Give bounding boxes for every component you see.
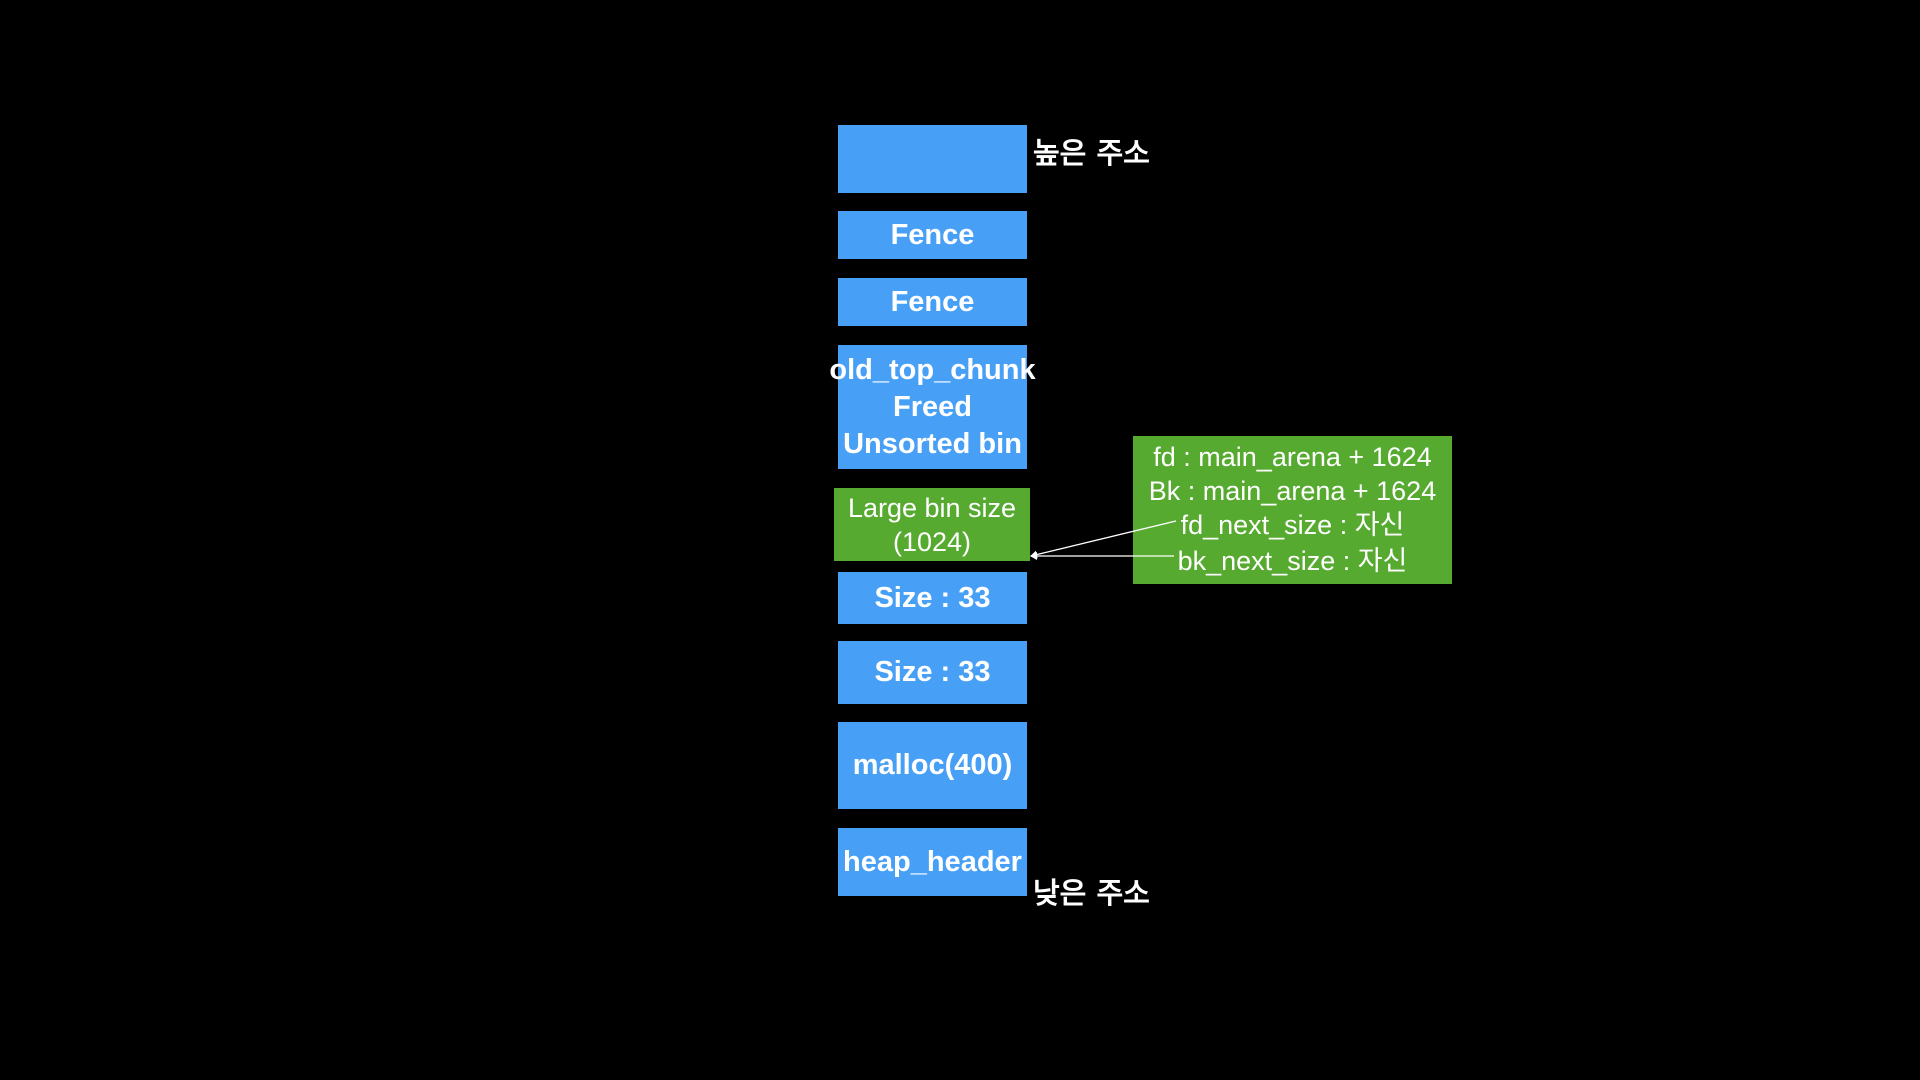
low-address-label: 낮은 주소 bbox=[1033, 876, 1150, 910]
heap-block-large-bin: Large bin size (1024) bbox=[834, 488, 1030, 561]
heap-block-fence: Fence bbox=[838, 278, 1027, 326]
bk-next-size-text: bk_next_size : 자신 bbox=[1177, 546, 1408, 576]
high-address-label: 높은 주소 bbox=[1033, 136, 1150, 170]
heap-block-top bbox=[838, 125, 1027, 193]
heap-block-size: Size : 33 bbox=[838, 572, 1027, 624]
pointer-info-box: fd : main_arena + 1624 Bk : main_arena +… bbox=[1133, 436, 1452, 584]
heap-block-heap-header: heap_header bbox=[838, 828, 1027, 896]
heap-block-fence: Fence bbox=[838, 211, 1027, 259]
heap-block-old-top-chunk: old_top_chunk Freed Unsorted bin bbox=[829, 345, 1036, 469]
heap-block-malloc: malloc(400) bbox=[838, 722, 1027, 809]
bk-pointer-text: Bk : main_arena + 1624 bbox=[1148, 476, 1437, 506]
fd-next-size-text: fd_next_size : 자신 bbox=[1180, 510, 1405, 540]
heap-block-size: Size : 33 bbox=[838, 641, 1027, 704]
fd-pointer-text: fd : main_arena + 1624 bbox=[1153, 442, 1432, 472]
